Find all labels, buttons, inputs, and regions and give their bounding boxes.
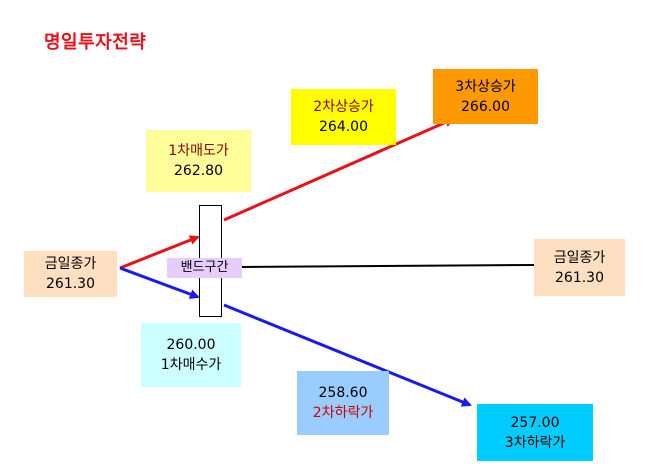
second-fall-value: 258.60	[318, 385, 368, 401]
long-down-arrow	[223, 303, 472, 407]
first-buy-value: 260.00	[166, 337, 216, 353]
first-sell-box: 1차매도가 262.80	[146, 130, 251, 192]
current-close-box: 금일종가 261.30	[24, 251, 117, 297]
current-close-value: 261.30	[46, 276, 95, 292]
second-rise-label: 2차상승가	[313, 99, 374, 115]
short-up-arrow	[119, 235, 200, 270]
second-rise-box: 2차상승가 264.00	[291, 89, 396, 145]
third-rise-value: 266.00	[461, 98, 510, 115]
third-rise-label: 3차상승가	[455, 78, 516, 95]
long-up-arrow	[223, 117, 455, 222]
first-buy-label: 1차매수가	[160, 357, 222, 373]
third-fall-box: 257.00 3차하락가	[477, 404, 593, 461]
third-fall-label: 3차하락가	[504, 434, 566, 451]
horizontal-band-line	[241, 264, 535, 268]
first-sell-label: 1차매도가	[168, 143, 229, 159]
first-sell-value: 262.80	[174, 163, 223, 179]
first-buy-box: 260.00 1차매수가	[141, 323, 241, 387]
second-fall-box: 258.60 2차하락가	[297, 371, 389, 435]
third-rise-box: 3차상승가 266.00	[433, 69, 538, 124]
right-close-value: 261.30	[555, 269, 604, 286]
right-close-label: 금일종가	[553, 249, 606, 266]
right-close-box: 금일종가 261.30	[534, 239, 625, 296]
second-fall-label: 2차하락가	[312, 405, 374, 421]
current-close-label: 금일종가	[44, 256, 97, 272]
band-range-label: 밴드구간	[167, 258, 242, 278]
page-title: 명일투자전략	[44, 32, 147, 53]
third-fall-value: 257.00	[510, 414, 560, 431]
second-rise-value: 264.00	[319, 119, 368, 135]
short-down-arrow	[119, 266, 200, 299]
